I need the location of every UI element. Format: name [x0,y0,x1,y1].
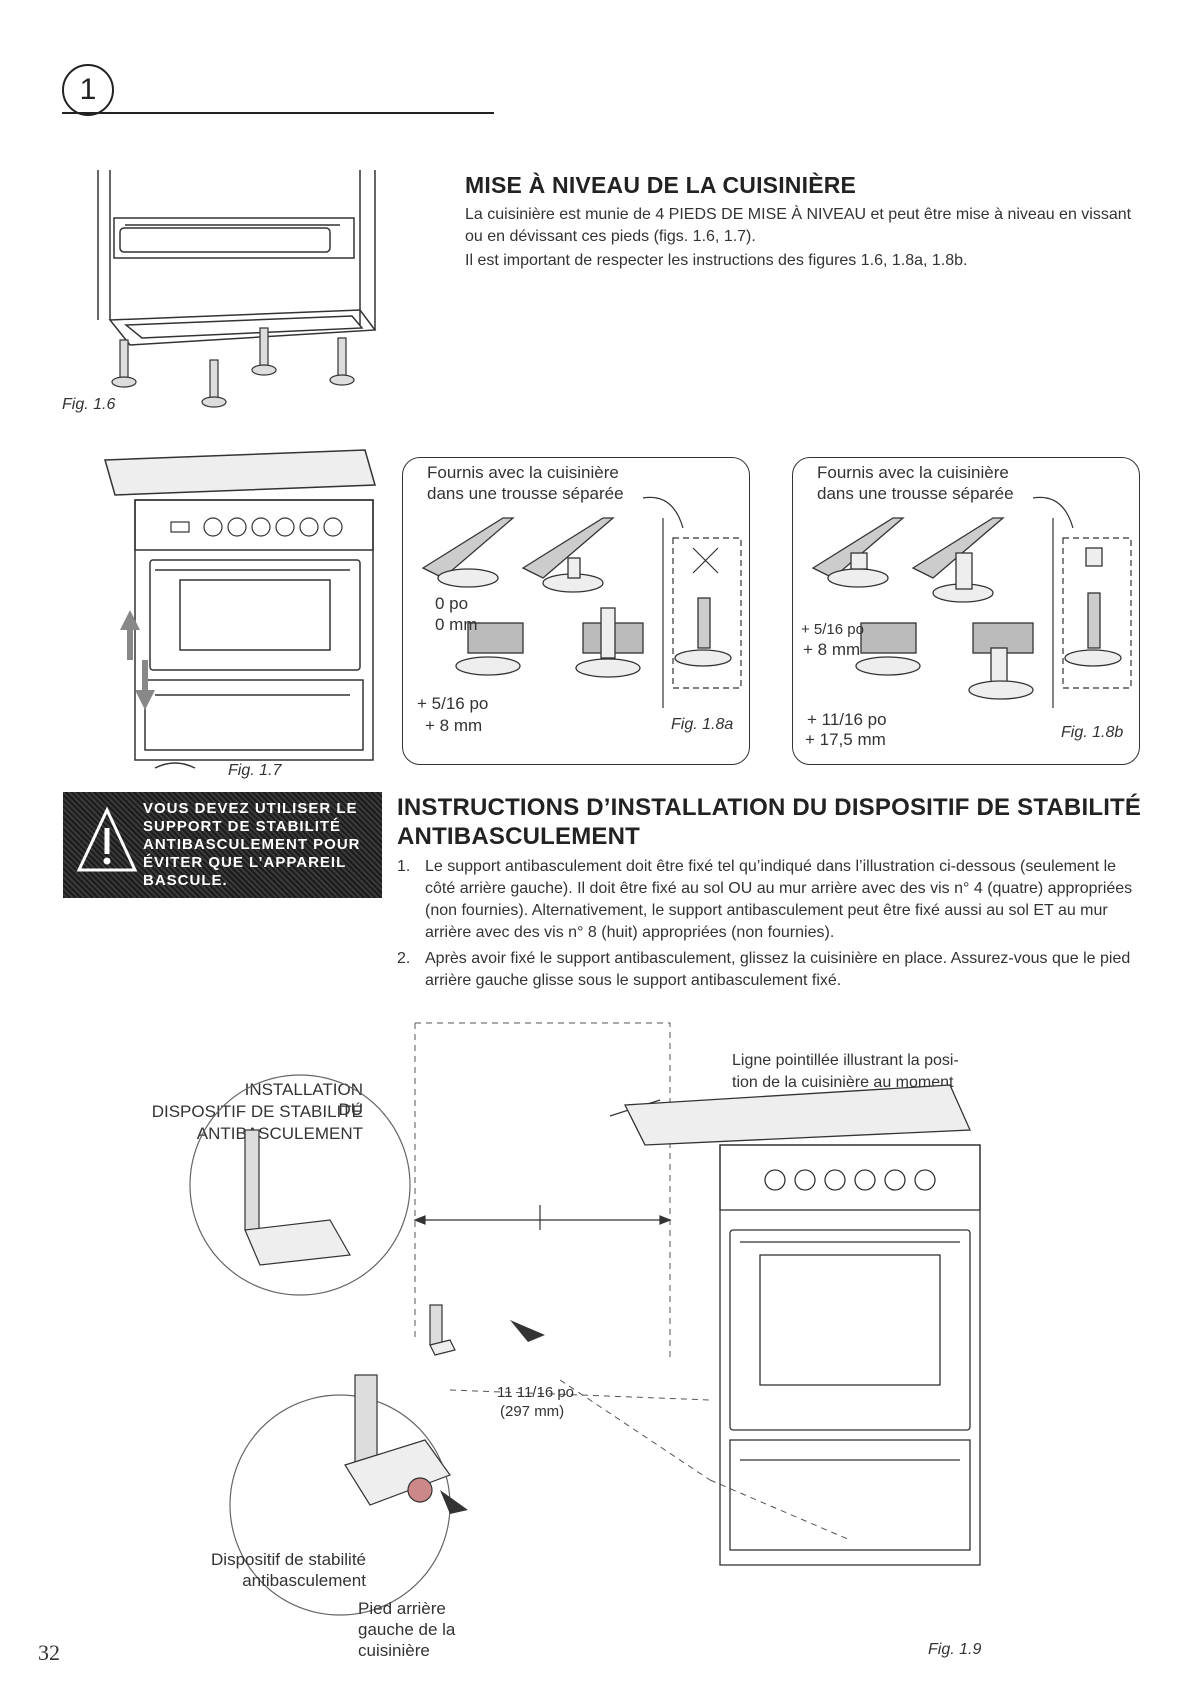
fig-1-6-label: Fig. 1.6 [62,396,116,413]
fig-1-7-label: Fig. 1.7 [228,762,282,779]
dotted-note-line-2: tion de la cuisinière au moment [732,1074,954,1091]
page-number: 32 [38,1640,60,1665]
antitip-title-line-1: INSTRUCTIONS D’INSTALLATION DU DISPOSITI… [397,794,1142,821]
step-2-number: 2. [397,950,411,967]
header-rule [62,112,494,114]
fig-1-9-foot-line-2: gauche de la [358,1620,456,1639]
fig-1-8a-max-mm: + 8 mm [425,716,483,735]
fig-1-6-illustration [97,170,377,408]
foot-pointer-arrow [440,1490,468,1514]
step-1-number: 1. [397,858,411,875]
fig-1-8a-label: Fig. 1.8a [671,716,734,733]
step-2-text: Après avoir fixé le support antibasculem… [425,950,1131,989]
fig-1-9-foot-line-1: Pied arrière [358,1599,446,1618]
fig-1-8a-panel: Fournis avec la cuisinière dans une trou… [402,457,750,765]
leveling-paragraph-1: La cuisinière est munie de 4 PIEDS DE MI… [465,206,1132,245]
fig-1-8a-max-in: + 5/16 po [417,694,489,713]
fig-1-9-label: Fig. 1.9 [928,1641,982,1658]
fig-1-8b-drawing [811,496,1132,708]
levelling-feet [111,327,355,408]
fig-1-8a-min-mm: 0 mm [435,615,478,634]
warning-line-1: VOUS DEVEZ UTILISER LE [143,800,358,817]
fig-1-8a-min-in: 0 po [435,594,469,613]
antitip-step-1: 1. Le support antibasculement doit être f… [397,856,1145,944]
warning-line-5: BASCULE. [143,872,228,889]
leveling-title: MISE À NIVEAU DE LA CUISINIÈRE [465,172,857,198]
fig-1-8b-label: Fig. 1.8b [1061,724,1124,741]
antitip-step-2: 2. Après avoir fixé le support antibascul… [397,948,1145,992]
fig-1-9-install-line-2: DISPOSITIF DE STABILITÉ [151,1102,363,1121]
fig-1-9-dim-mm: (297 mm) [500,1403,565,1420]
warning-text: VOUS DEVEZ UTILISER LE SUPPORT DE STABIL… [143,800,373,890]
fig-1-8b-min-in: + 5/16 po [801,621,864,638]
fig-1-9-dotted-note: Ligne pointillée illustrant la posi- tio… [732,1050,1032,1116]
warning-line-4: ÉVITER QUE L’APPAREIL [143,854,347,871]
control-knobs [170,517,343,537]
rotate-arrow-icon [154,762,196,769]
fig-1-8b-supplied-line-1: Fournis avec la cuisinière [817,463,1009,482]
fig-1-9-device-line-2: antibasculement [242,1571,366,1590]
supplied-arrow [642,496,684,529]
leveling-paragraph-2: Il est important de respecter les instru… [465,252,968,269]
fig-1-9-install-line-1: INSTALLATION DU [244,1080,363,1119]
pointer-arrow [510,1320,545,1342]
fig-1-8a-supplied-line-2: dans une trousse séparée [427,484,624,503]
antitip-steps: 1. Le support antibasculement doit être f… [397,856,1145,996]
fig-1-8a-drawing [421,496,742,708]
fig-1-9-illustration [189,1022,981,1616]
dotted-note-line-1: Ligne pointillée illustrant la posi- [732,1052,959,1069]
warning-triangle-icon [76,806,138,872]
fig-1-8a-supplied-line-1: Fournis avec la cuisinière [427,463,619,482]
warning-line-2: SUPPORT DE STABILITÉ [143,818,342,835]
fig-1-9-foot-line-3: cuisinière [358,1641,430,1660]
fig-1-9-cooker [623,1084,981,1566]
up-down-arrows [120,610,155,710]
step-number-badge: 1 [62,64,114,116]
fig-1-8b-supplied-line-2: dans une trousse séparée [817,484,1014,503]
fig-1-9-install-line-3: ANTIBASCULEMENT [196,1124,363,1143]
fig-1-8b-min-mm: + 8 mm [803,640,861,659]
fig-1-8b-max-in: + 11/16 po [807,710,887,729]
antitip-title-line-2: ANTIBASCULEMENT [397,823,640,850]
anti-tip-bracket [244,1129,456,1506]
fig-1-9-dim-in: 11 11/16 po [497,1384,575,1401]
step-1-text: Le support antibasculement doit être fix… [425,858,1133,941]
fig-1-8b-max-mm: + 17,5 mm [805,730,886,749]
fig-1-9-device-line-1: Dispositif de stabilité [211,1550,366,1569]
fig-1-8b-panel: Fournis avec la cuisinière dans une trou… [792,457,1140,765]
fig-1-7-illustration [104,449,376,769]
warning-line-3: ANTIBASCULEMENT POUR [143,836,361,853]
warning-box: VOUS DEVEZ UTILISER LE SUPPORT DE STABIL… [63,792,382,898]
